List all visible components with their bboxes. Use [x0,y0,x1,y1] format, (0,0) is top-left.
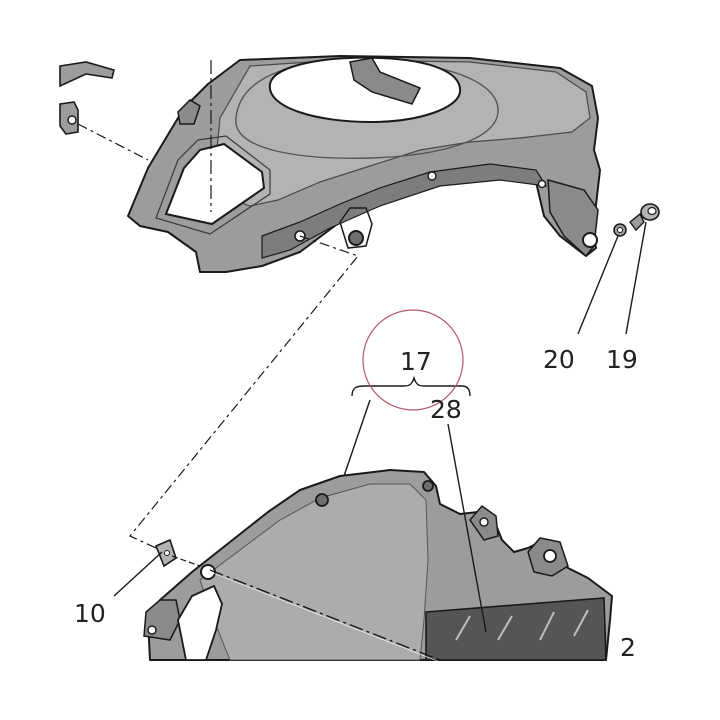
upper-cover-small-hole [427,171,437,181]
upper-cover-lower-lip [261,163,548,259]
screw-shank [629,212,645,232]
upper-cover-small-hole-2 [537,179,547,189]
filler-inner-bracket [349,57,422,105]
leader-28 [447,423,487,633]
lower-cover-hole-right-tab [479,517,489,527]
upper-cover-mount-hole-center [348,230,364,246]
vent-panel [425,597,607,661]
lower-side-cover [143,469,613,661]
screw-head-center [647,206,657,216]
callout-19: 19 [606,345,638,374]
cross-assembly-line [129,235,360,549]
front-clip-part [59,101,79,135]
callout-leaders [113,221,647,633]
upper-cover-mount-hole-right [582,232,598,248]
front-clip-assembly-line [77,123,149,161]
upper-cover-mount-boss [339,207,373,249]
callout-28: 28 [430,395,462,424]
leader-20 [577,235,619,335]
lower-assembly-line-white [209,571,441,663]
clip-nut-hole [164,550,170,556]
lower-cover-hole-top [315,493,329,507]
callout-10: 10 [74,599,106,628]
lower-cover-hook-hole [147,625,157,635]
fuel-filler-opening [268,56,462,124]
screw-part-19 [629,203,660,232]
washer-part-20 [613,223,627,237]
upper-tank-cover [127,55,601,273]
lower-cover-side-surface [199,483,429,661]
lower-cover-front-opening [177,584,223,661]
leader-10 [113,551,163,597]
upper-cover-window-frame [155,135,271,235]
lower-assembly-line [209,569,441,661]
callout-2: 2 [620,633,636,662]
callout-17: 17 [400,347,432,376]
lower-cover-hole-tab [422,480,434,492]
clip-nut-part-10 [154,538,177,568]
trim-strip-fragment [59,61,115,88]
upper-cover-window [164,142,266,226]
leader-19 [625,221,647,335]
upper-cover-left-tab [177,99,201,125]
leader-17 [343,399,371,477]
callout-20: 20 [543,345,575,374]
vent-slots [455,609,589,641]
front-clip-hole [67,115,77,125]
lower-cover-rear-hole [543,549,557,563]
bracket-17 [351,375,471,397]
highlight-circle [362,309,464,411]
screw-assembly-line [171,555,201,567]
assembly-lines [77,60,441,663]
lower-cover-hole-front [200,564,216,580]
washer-hole [617,227,623,233]
